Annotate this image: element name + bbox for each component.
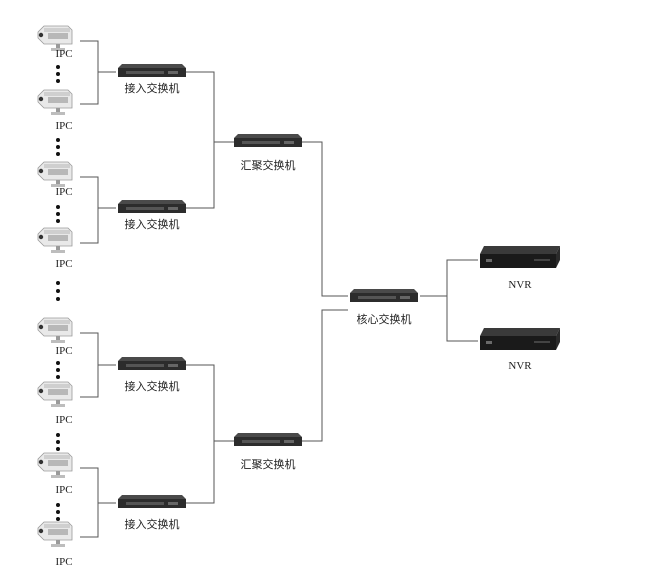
ipc-camera: IPC: [37, 25, 73, 60]
access-switch: 接入交换机: [118, 200, 186, 231]
ipc-label: IPC: [55, 48, 72, 60]
aggregation-switch-label: 汇聚交换机: [241, 457, 296, 471]
access-switch-label: 接入交换机: [125, 517, 180, 531]
switch-icon: [350, 289, 418, 302]
ipc-label: IPC: [55, 258, 72, 270]
switch-icon: [118, 495, 186, 508]
access-switch-label: 接入交换机: [125, 379, 180, 393]
ipc-camera: IPC: [37, 452, 73, 496]
access-switch: 接入交换机: [118, 495, 186, 531]
camera-icon: [37, 227, 73, 254]
access-switches: 接入交换机 接入交换机 接入交换机 接入交换机: [118, 64, 186, 531]
camera-icon: [37, 317, 73, 344]
access-switch: 接入交换机: [118, 357, 186, 393]
ipc-label: IPC: [55, 186, 72, 198]
ipc-camera: IPC: [37, 89, 73, 132]
core-switches: 核心交换机: [350, 289, 418, 326]
core-switch-label: 核心交换机: [357, 312, 412, 326]
camera-icon: [37, 521, 73, 548]
aggregation-switch-label: 汇聚交换机: [241, 158, 296, 172]
switch-icon: [118, 64, 186, 77]
nvr-device: NVR: [480, 328, 560, 372]
access-switch: 接入交换机: [118, 64, 186, 95]
switch-icon: [118, 200, 186, 213]
link-ipc3-access2: [80, 176, 116, 209]
switch-icon: [234, 433, 302, 446]
nvrs: NVR NVR: [480, 246, 560, 372]
link-access1-agg1: [186, 71, 234, 143]
link-core-nvr2: [420, 295, 478, 342]
link-ipc1-access1: [80, 40, 116, 73]
ellipsis-dots-icon: [56, 281, 60, 301]
link-agg1-core: [302, 141, 348, 297]
ellipsis-dots-icon: [56, 138, 60, 156]
ipc-camera: IPC: [37, 227, 73, 270]
ellipsis-dots-icon: [56, 433, 60, 451]
ellipsis-dots-icon: [56, 205, 60, 223]
access-switch-label: 接入交换机: [125, 217, 180, 231]
link-ipc7-access4: [80, 467, 116, 504]
access-switch-label: 接入交换机: [125, 81, 180, 95]
link-access4-agg2: [186, 441, 215, 504]
nvr-label: NVR: [508, 360, 532, 372]
ellipsis-dots: [56, 65, 60, 521]
switch-icon: [234, 134, 302, 147]
aggregation-switch: 汇聚交换机: [234, 134, 302, 172]
ipc-label: IPC: [55, 414, 72, 426]
ellipsis-dots-icon: [56, 65, 60, 83]
ipc-camera: IPC: [37, 381, 73, 426]
ipc-label: IPC: [55, 120, 72, 132]
camera-icon: [37, 381, 73, 408]
link-ipc4-access2: [80, 208, 99, 244]
link-ipc8-access4: [80, 503, 99, 538]
link-ipc5-access3: [80, 332, 116, 366]
ipc-label: IPC: [55, 556, 72, 568]
link-access2-agg1: [186, 142, 215, 209]
ipc-cameras: IPC IPC IPC IPC IPC IPC IPC IPC: [37, 25, 73, 568]
ipc-camera: IPC: [37, 161, 73, 198]
link-agg2-core: [302, 309, 348, 442]
camera-icon: [37, 89, 73, 116]
nvr-label: NVR: [508, 279, 532, 291]
nvr-icon: [480, 246, 560, 268]
ellipsis-dots-icon: [56, 503, 60, 521]
nvr-icon: [480, 328, 560, 350]
core-switch: 核心交换机: [350, 289, 418, 326]
link-ipc6-access3: [80, 365, 99, 398]
camera-icon: [37, 452, 73, 479]
link-access3-agg2: [186, 364, 234, 442]
camera-icon: [37, 161, 73, 188]
ipc-label: IPC: [55, 484, 72, 496]
link-ipc2-access1: [80, 72, 99, 105]
aggregation-switch: 汇聚交换机: [234, 433, 302, 471]
aggregation-switches: 汇聚交换机 汇聚交换机: [234, 134, 302, 471]
connection-lines: [80, 40, 478, 538]
nvr-device: NVR: [480, 246, 560, 291]
ipc-label: IPC: [55, 345, 72, 357]
ipc-camera: IPC: [37, 521, 73, 568]
ipc-camera: IPC: [37, 317, 73, 357]
ellipsis-dots-icon: [56, 361, 60, 379]
switch-icon: [118, 357, 186, 370]
link-core-nvr1: [420, 259, 478, 297]
